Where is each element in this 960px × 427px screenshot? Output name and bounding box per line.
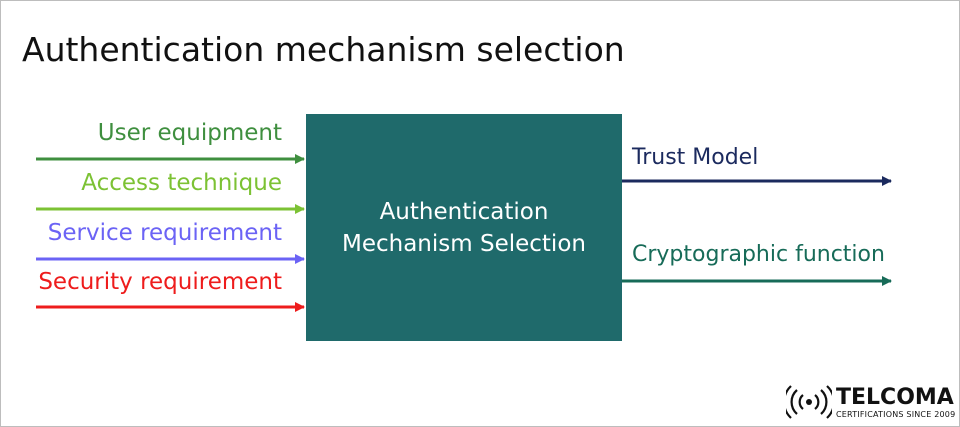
input-label-access-technique: Access technique	[81, 170, 282, 196]
box-label-line2: Mechanism Selection	[342, 230, 586, 257]
input-label-user-equipment: User equipment	[97, 120, 282, 146]
logo-name: TELCOMA	[836, 385, 954, 410]
box-label-line1: Authentication	[379, 198, 549, 225]
output-label-trust-model: Trust Model	[632, 145, 759, 170]
authentication-mechanism-selection-box: Authentication Mechanism Selection	[306, 114, 622, 341]
telcoma-logo: TELCOMA CERTIFICATIONS SINCE 2009	[783, 383, 956, 423]
input-label-security-requirement: Security requirement	[38, 269, 282, 295]
page-title: Authentication mechanism selection	[22, 30, 625, 69]
input-label-service-requirement: Service requirement	[47, 220, 282, 246]
box-label: Authentication Mechanism Selection	[342, 196, 586, 260]
logo-tagline: CERTIFICATIONS SINCE 2009	[836, 410, 956, 419]
output-label-cryptographic-function: Cryptographic function	[632, 242, 885, 267]
signal-waves-icon	[783, 385, 835, 419]
